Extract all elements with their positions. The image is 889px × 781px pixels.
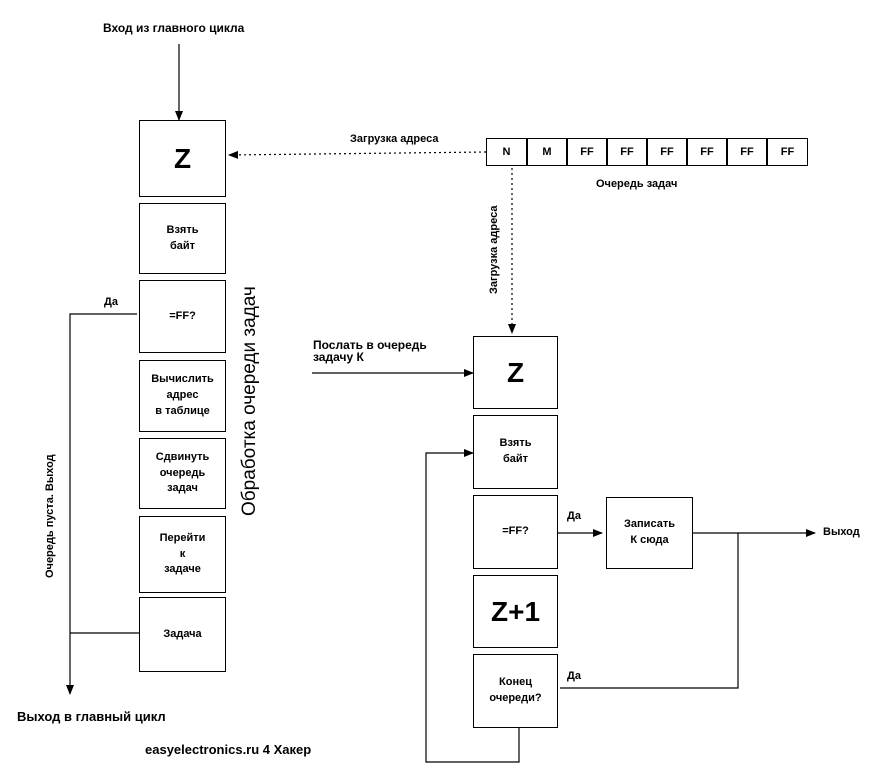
footer-credit: easyelectronics.ru 4 Хакер [145, 742, 312, 757]
exit-main-label: Выход в главный цикл [17, 709, 166, 724]
send-task-label: Послать в очередь задачу К [313, 338, 427, 364]
left-block-take-byte: Взять байт [139, 203, 226, 274]
left-block-shift-queue: Сдвинуть очередь задач [139, 438, 226, 509]
yes-label-end: Да [567, 670, 581, 682]
queue-cell: FF [767, 138, 808, 166]
left-block-calc-address: Вычислить адрес в таблице [139, 360, 226, 432]
queue-empty-line [66, 313, 137, 695]
queue-title: Очередь задач [596, 178, 678, 190]
left-block-z: Z [139, 120, 226, 197]
exit-label: Выход [823, 526, 860, 538]
entry-label: Вход из главного цикла [103, 21, 245, 35]
yes-label-left: Да [104, 296, 118, 308]
queue-cell: FF [647, 138, 687, 166]
queue-cell: M [527, 138, 567, 166]
queue-empty-label: Очередь пуста. Выход [44, 454, 56, 578]
queue-cell: N [486, 138, 527, 166]
left-block-goto-task: Перейти к задаче [139, 516, 226, 593]
right-block-z-plus-1: Z+1 [473, 575, 558, 648]
right-block-end-of-queue: Конец очереди? [473, 654, 558, 728]
queue-cell: FF [687, 138, 727, 166]
left-flow-title: Обработка очереди задач [239, 286, 260, 516]
left-block-check-ff: =FF? [139, 280, 226, 353]
end-yes-line [560, 533, 739, 689]
queue-cell: FF [727, 138, 767, 166]
loop-back-line [425, 449, 520, 763]
right-block-z: Z [473, 336, 558, 409]
write-block: Записать К сюда [606, 497, 693, 569]
load-address-vertical-label: Загрузка адреса [488, 205, 500, 294]
load-address-label: Загрузка адреса [350, 133, 439, 145]
yes-label-ff: Да [567, 510, 581, 522]
right-block-check-ff: =FF? [473, 495, 558, 569]
load-address-arrow-left [228, 150, 487, 159]
right-block-take-byte: Взять байт [473, 415, 558, 489]
queue-cell: FF [567, 138, 607, 166]
left-block-task: Задача [139, 597, 226, 672]
queue-cell: FF [607, 138, 647, 166]
